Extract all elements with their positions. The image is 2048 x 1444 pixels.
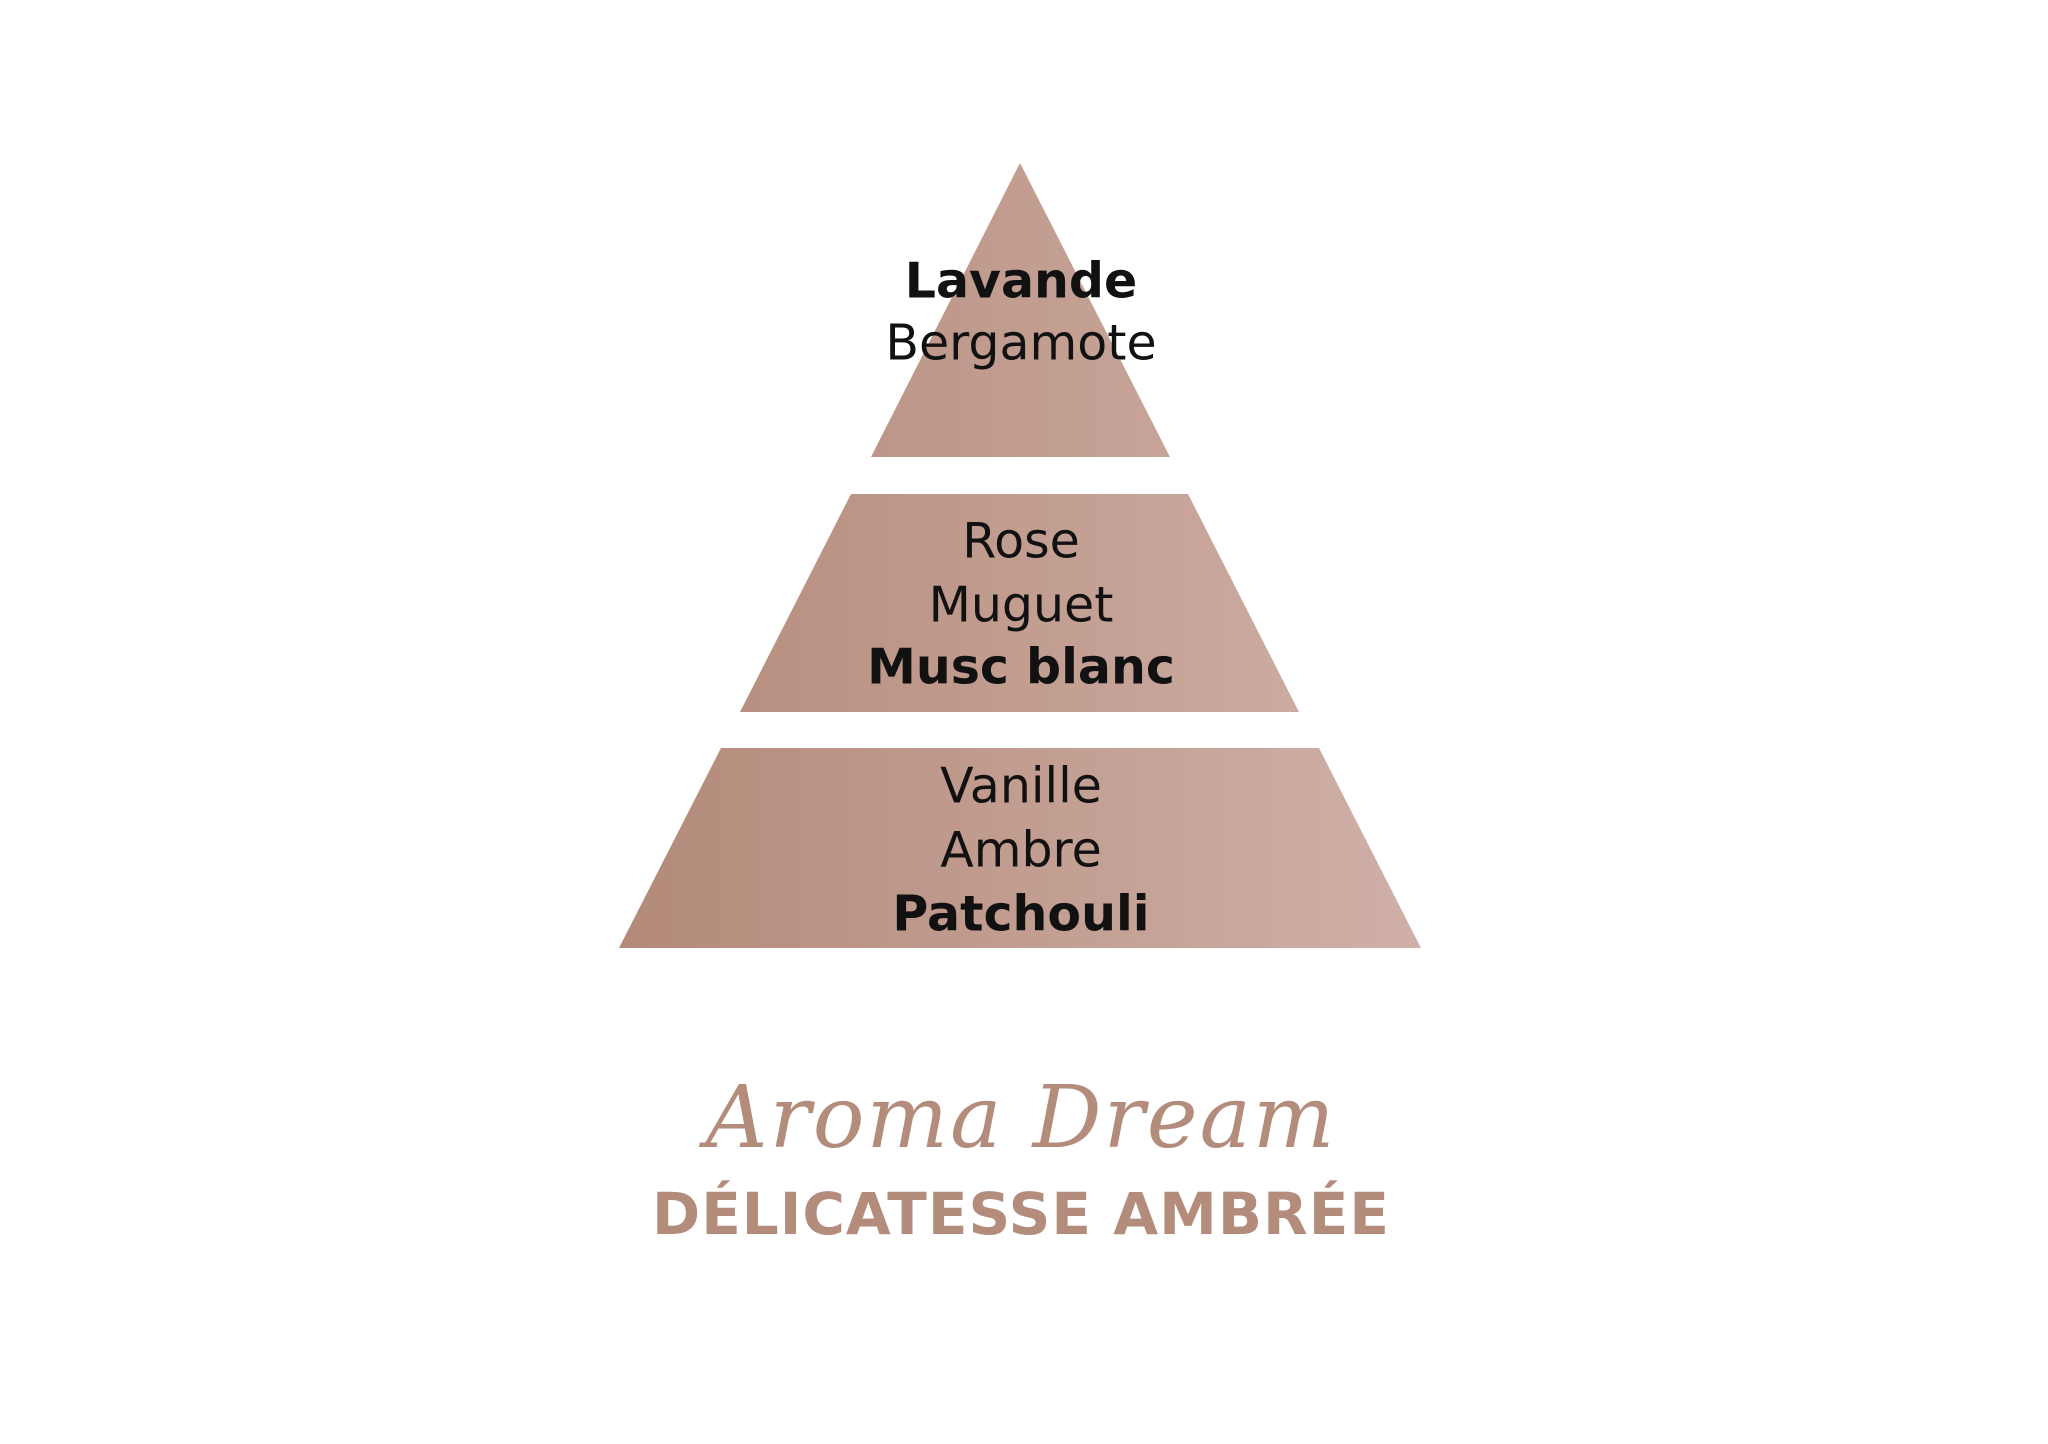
brand-logo: Aroma Dream [705,1068,1337,1168]
heart-note: Rose [962,512,1080,570]
heart-note: Musc blanc [867,638,1175,696]
heart-note: Muguet [928,576,1114,634]
pyramid-base-notes [619,748,1421,948]
pyramid-top-notes [871,163,1170,457]
base-note: Patchouli [892,885,1150,943]
top-note: Bergamote [885,314,1157,372]
base-note: Vanille [940,757,1102,815]
top-note: Lavande [904,252,1138,310]
base-note: Ambre [940,821,1102,879]
fragrance-name: DÉLICATESSE AMBRÉE [652,1180,1390,1248]
pyramid-heart-notes [740,494,1299,712]
